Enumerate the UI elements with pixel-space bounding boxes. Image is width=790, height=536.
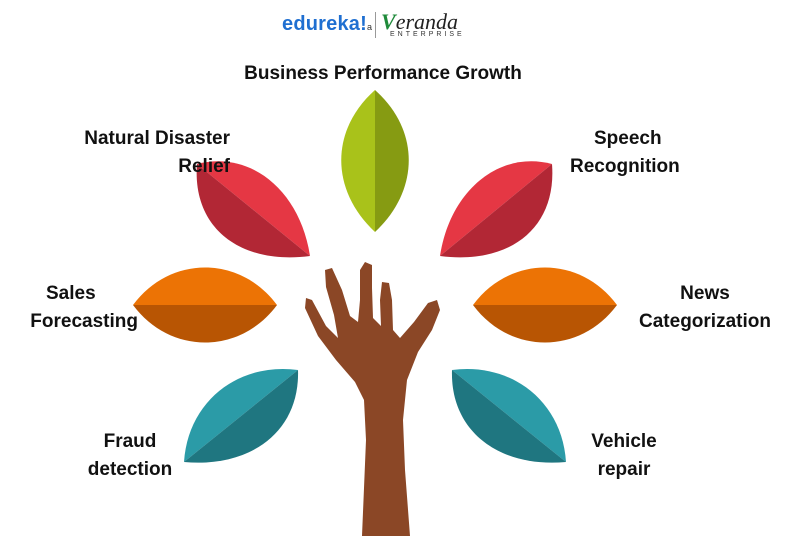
label-top-text: Business Performance Growth — [244, 63, 522, 84]
brand-divider — [375, 12, 376, 38]
label-line: Natural Disaster — [84, 128, 230, 149]
veranda-logo: Veranda — [381, 9, 458, 35]
leaf-left1-dark — [196, 164, 310, 258]
leaf-right1-dark — [440, 164, 553, 258]
leaf-top-left-half — [341, 90, 375, 232]
label-speech-recognition: Speech Recognition — [570, 125, 710, 181]
label-line: Categorization — [639, 311, 771, 332]
leaf-right3-light — [452, 368, 566, 462]
hand-trunk — [305, 262, 440, 536]
veranda-v: V — [381, 9, 396, 34]
leaf-left2-light — [133, 267, 277, 305]
label-line: Recognition — [570, 156, 680, 177]
label-line: Forecasting — [30, 311, 138, 332]
label-vehicle-repair: Vehicle repair — [578, 428, 670, 484]
label-line: detection — [87, 459, 173, 480]
leaf-top-right-half — [375, 90, 409, 232]
enterprise-text: ENTERPRISE — [390, 31, 465, 38]
label-sales-forecasting: Sales Forecasting — [0, 280, 138, 336]
leaf-right2-dark — [473, 305, 617, 343]
veranda-text: eranda — [395, 9, 459, 34]
label-line: Relief — [178, 156, 230, 177]
leaf-right2-light — [473, 267, 617, 305]
leaf-left3-light — [184, 368, 298, 462]
edureka-logo: edureka! — [282, 13, 367, 35]
brand-connector: a — [367, 22, 373, 32]
leaf-left2-dark — [133, 305, 277, 343]
leaf-right1-light — [440, 161, 552, 256]
label-line: Sales — [46, 283, 96, 304]
leaf-left3-dark — [184, 370, 299, 463]
label-line: Speech — [594, 128, 662, 149]
label-line: Vehicle — [591, 431, 657, 452]
label-line: Fraud — [103, 431, 157, 452]
label-line: News — [680, 283, 730, 304]
label-news-categorization: News Categorization — [626, 280, 784, 336]
label-business-performance-growth: Business Performance Growth — [221, 60, 545, 88]
leaf-left1-light — [197, 161, 310, 256]
label-natural-disaster-relief: Natural Disaster Relief — [40, 125, 230, 181]
label-line: repair — [597, 459, 651, 480]
label-fraud-detection: Fraud detection — [74, 428, 186, 484]
leaf-right3-dark — [451, 370, 566, 463]
